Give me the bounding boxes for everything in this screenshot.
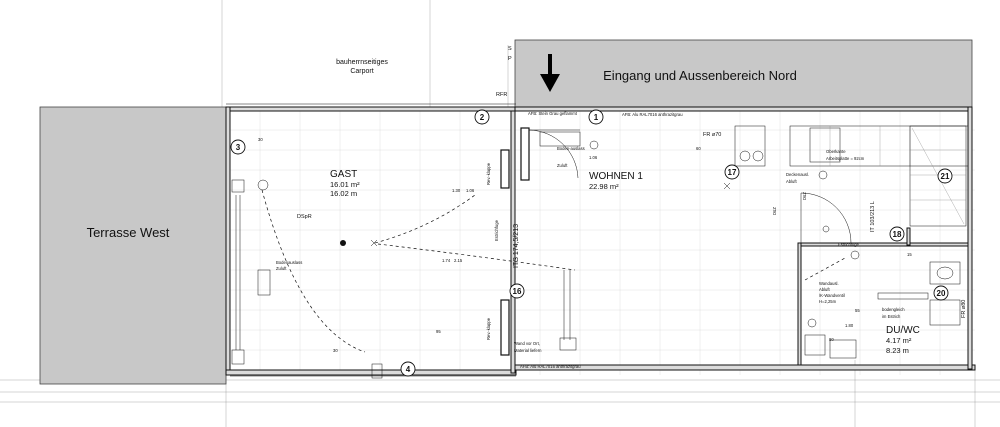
- dim-95: 95: [436, 329, 441, 334]
- label-estrichfuge-1: Estrichfuge: [494, 219, 499, 241]
- label-estrichfuge-2: Estrichfuge: [838, 242, 860, 247]
- carport-label-line2: Carport: [350, 68, 373, 75]
- label-wand-vor-ort: Wand vor Ort,: [514, 341, 540, 346]
- svg-text:21: 21: [941, 172, 950, 181]
- label-afb-top: AFB: Stein Grau geflammt: [528, 111, 578, 116]
- label-duz-2: DüZ: [772, 207, 777, 215]
- dim-15: 15: [907, 252, 912, 257]
- door-swing-wohnen: [528, 129, 579, 179]
- label-zuluft-1: Zuluft: [276, 266, 287, 271]
- label-p: P: [508, 56, 512, 62]
- label-revklappe-1: Rev.-klappe: [486, 162, 491, 185]
- room-duwc-name: DU/WC: [886, 325, 920, 336]
- room-gast-name: GAST: [330, 169, 357, 180]
- terrasse-west-area: [39, 106, 227, 385]
- svg-text:18: 18: [893, 230, 902, 239]
- room-wohnen-area: 22.98 m²: [589, 182, 619, 191]
- label-bodenauslass-1: Bodenauslass: [276, 260, 302, 265]
- label-its: ITS 174,5/213: [513, 224, 520, 268]
- label-wandauslass: Wandausl.: [819, 281, 839, 286]
- marker-4: 4: [400, 361, 416, 377]
- label-fr80: FR ø80: [961, 300, 967, 318]
- label-h225: H=2,25m: [819, 299, 837, 304]
- label-duz-1: DüZ: [802, 192, 807, 200]
- label-oberkante: Oberkante: [826, 149, 846, 154]
- label-afb-rail: AFB: Alu RAL7016 anthrazitgrau: [622, 112, 683, 117]
- label-abluft: Abluft: [819, 287, 831, 292]
- svg-text:2: 2: [480, 113, 485, 122]
- exterior-walls: [225, 103, 976, 377]
- entrance-arrow-icon: [540, 54, 560, 92]
- outlet-markers: [257, 140, 860, 328]
- terrasse-west-label: Terrasse West: [87, 225, 170, 240]
- label-bodenauslass-2: Boden-auslass: [557, 146, 585, 151]
- dim-55: 55: [855, 308, 860, 313]
- dim-174: 1.74: [442, 258, 451, 263]
- svg-text:1: 1: [594, 113, 599, 122]
- label-fr70: FR ø70: [703, 132, 721, 138]
- interior-walls: [797, 227, 969, 366]
- gast-ceiling-line-2: [374, 194, 476, 244]
- dim-30-a: 30: [258, 137, 263, 142]
- svg-text:4: 4: [406, 365, 411, 374]
- marker-18: 18: [889, 226, 905, 242]
- dim-130: 1.30: [452, 188, 461, 193]
- label-arbeitsplatte: Arbeitsplatte = 92cm: [826, 156, 865, 161]
- door-swing-duwc: [800, 192, 852, 244]
- label-zuluft-2: Zuluft: [557, 163, 568, 168]
- label-abluft-2: Abluft: [786, 179, 798, 184]
- eingang-nord-label: Eingang und Aussenbereich Nord: [603, 68, 797, 83]
- label-s: S: [508, 46, 512, 52]
- label-afb-bottom: AFB: Alu RAL7016 anthrazitgrau: [520, 364, 581, 369]
- dim-106-b: 1.06: [589, 155, 598, 160]
- label-rfr: RFR: [496, 92, 507, 98]
- marker-21: 21: [937, 168, 953, 184]
- dim-80: 80: [829, 337, 834, 342]
- room-duwc-perimeter: 8.23 m: [886, 346, 909, 355]
- marker-20: 20: [933, 285, 949, 301]
- dim-60: 60: [696, 146, 701, 151]
- pipe-duct: [559, 270, 577, 351]
- dim-180: 1.80: [845, 323, 854, 328]
- dim-30-b: 30: [333, 348, 338, 353]
- marker-16: 16: [509, 283, 525, 299]
- marker-3: 3: [230, 139, 246, 155]
- construction-grid: [230, 110, 975, 375]
- svg-text:17: 17: [728, 168, 737, 177]
- vertical-shafts: [500, 127, 530, 356]
- dim-106-a: 1.06: [466, 188, 475, 193]
- label-it: IT 103/213 L: [870, 201, 876, 232]
- label-deckenausl: Deckenausl.: [786, 172, 809, 177]
- dim-215: 2.15: [454, 258, 463, 263]
- room-gast-perimeter: 16.02 m: [330, 189, 357, 198]
- duwc-fixtures: [804, 257, 961, 359]
- carport-label-line1: bauherrnseitiges: [336, 59, 388, 66]
- bottom-detail: [371, 363, 383, 379]
- svg-text:3: 3: [236, 143, 241, 152]
- room-duwc-area: 4.17 m²: [886, 336, 912, 345]
- label-dspr: DSpR: [297, 214, 312, 220]
- label-material: Material liefern: [514, 348, 542, 353]
- west-windows: [231, 179, 245, 365]
- label-kwandventil: /K-Wandventil: [819, 293, 845, 298]
- marker-2: 2: [474, 109, 490, 125]
- eingang-nord-area: [514, 39, 973, 108]
- svg-text:20: 20: [937, 289, 946, 298]
- kitchen-counter: [734, 125, 969, 227]
- label-im-estrich: im Estrich: [882, 314, 901, 319]
- svg-text:16: 16: [513, 287, 522, 296]
- marker-1: 1: [588, 109, 604, 125]
- label-bodengleich: bodengleich: [882, 307, 905, 312]
- label-revklappe-2: Rev.-klappe: [486, 317, 491, 340]
- marker-17: 17: [724, 164, 740, 180]
- room-gast-area: 16.01 m²: [330, 180, 360, 189]
- room-wohnen-name: WOHNEN 1: [589, 171, 643, 182]
- gast-ceiling-line: [261, 189, 366, 353]
- wiring-line: [377, 243, 576, 271]
